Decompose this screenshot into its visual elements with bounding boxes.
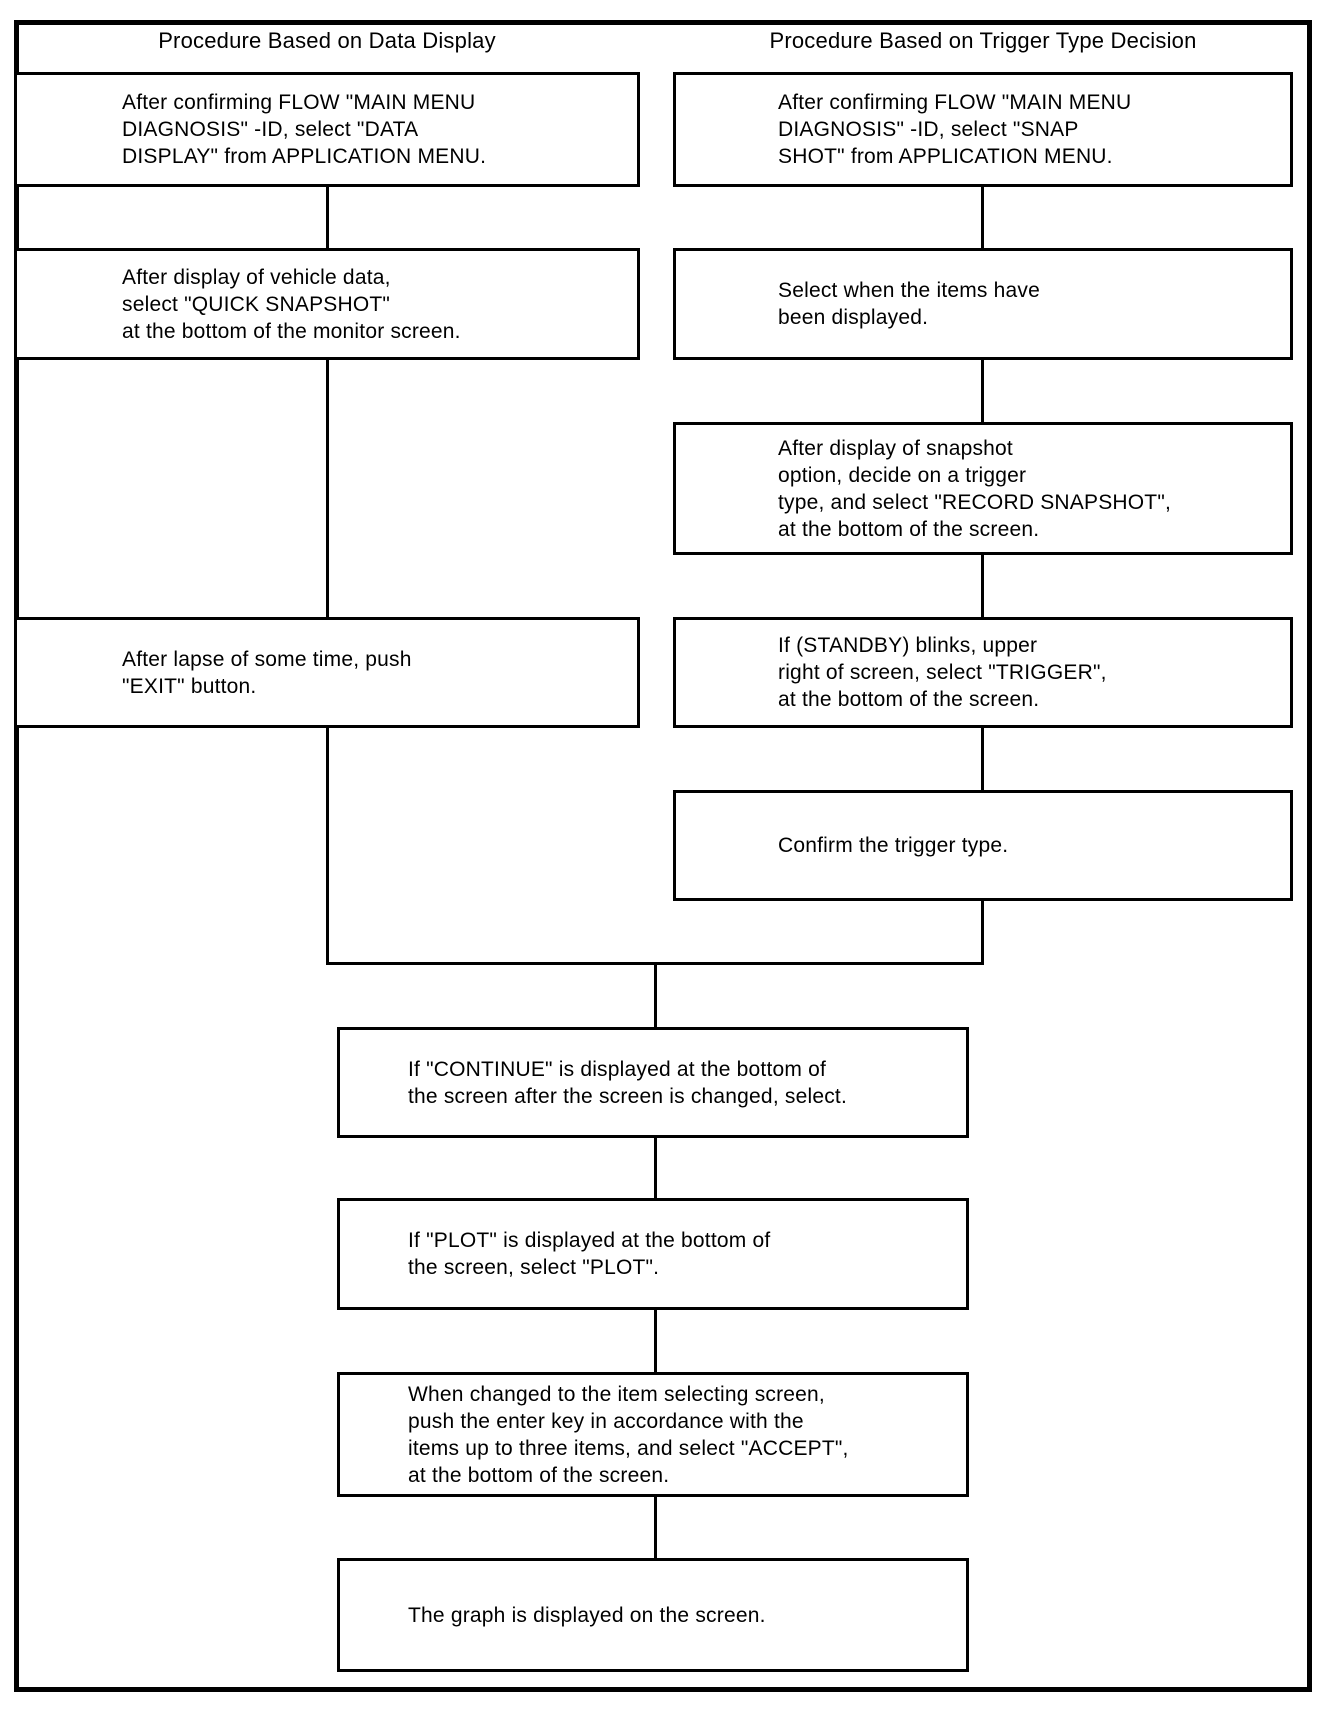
step-text: After display of snapshot option, decide… (778, 436, 1172, 541)
step-select-plot: If "PLOT" is displayed at the bottom of … (337, 1198, 969, 1310)
step-select-accept: When changed to the item selecting scree… (337, 1372, 969, 1497)
step-text: If (STANDBY) blinks, upper right of scre… (778, 634, 1107, 711)
column-header-trigger-type: Procedure Based on Trigger Type Decision (673, 28, 1293, 54)
step-text: Confirm the trigger type. (778, 834, 1009, 857)
step-text: If "PLOT" is displayed at the bottom of … (408, 1229, 771, 1279)
step-select-snap-shot: After confirming FLOW "MAIN MENU DIAGNOS… (673, 72, 1293, 187)
connector-line (654, 962, 657, 1027)
step-select-data-display: After confirming FLOW "MAIN MENU DIAGNOS… (14, 72, 640, 187)
step-text: If "CONTINUE" is displayed at the bottom… (408, 1057, 847, 1108)
step-text: After confirming FLOW "MAIN MENU DIAGNOS… (778, 91, 1132, 168)
step-select-quick-snapshot: After display of vehicle data, select "Q… (14, 248, 640, 360)
connector-line (326, 187, 329, 248)
connector-line (326, 360, 329, 617)
step-select-record-snapshot: After display of snapshot option, decide… (673, 422, 1293, 555)
page-border (14, 20, 1312, 1692)
connector-line (981, 901, 984, 965)
step-graph-displayed: The graph is displayed on the screen. (337, 1558, 969, 1672)
connector-line (981, 187, 984, 248)
step-push-exit-button: After lapse of some time, push "EXIT" bu… (14, 617, 640, 728)
column-header-data-display: Procedure Based on Data Display (14, 28, 640, 54)
step-select-displayed-items: Select when the items have been displaye… (673, 248, 1293, 360)
connector-line (981, 728, 984, 790)
connector-line (654, 1497, 657, 1558)
connector-line (981, 360, 984, 422)
step-confirm-trigger-type: Confirm the trigger type. (673, 790, 1293, 901)
column-header-label: Procedure Based on Data Display (158, 28, 496, 53)
step-text: After confirming FLOW "MAIN MENU DIAGNOS… (122, 91, 487, 168)
step-select-trigger: If (STANDBY) blinks, upper right of scre… (673, 617, 1293, 728)
step-select-continue: If "CONTINUE" is displayed at the bottom… (337, 1027, 969, 1138)
step-text: When changed to the item selecting scree… (408, 1382, 849, 1487)
connector-line (981, 555, 984, 617)
connector-line (654, 1138, 657, 1198)
column-header-label: Procedure Based on Trigger Type Decision (769, 28, 1197, 53)
connector-line (654, 1310, 657, 1372)
step-text: The graph is displayed on the screen. (408, 1603, 766, 1627)
step-text: Select when the items have been displaye… (778, 279, 1041, 329)
step-text: After display of vehicle data, select "Q… (122, 265, 461, 343)
connector-line (326, 728, 329, 965)
step-text: After lapse of some time, push "EXIT" bu… (122, 647, 412, 698)
